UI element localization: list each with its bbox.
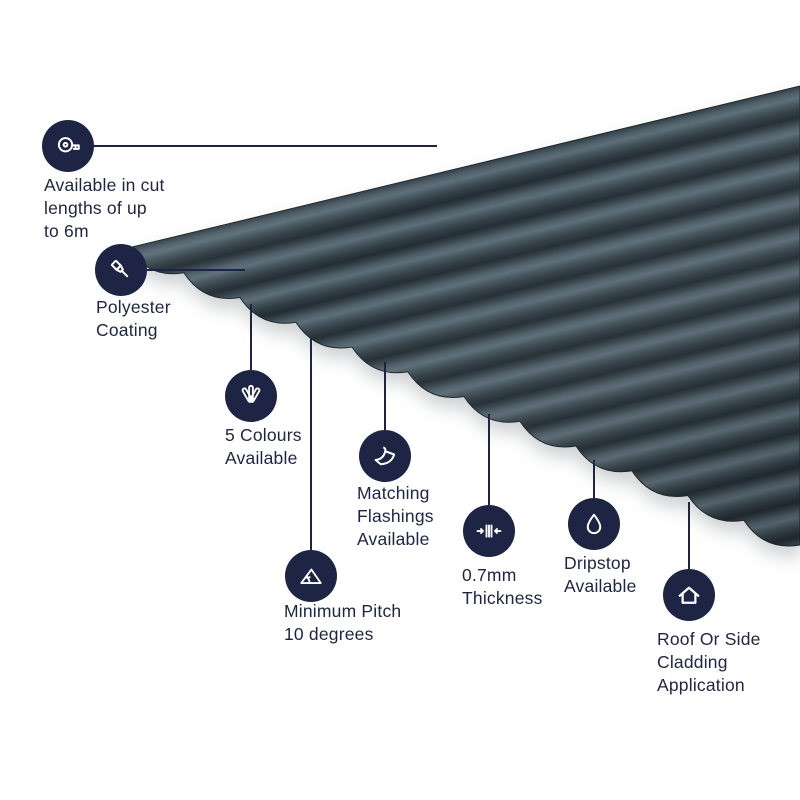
- colour-swatch-icon: [241, 384, 261, 403]
- cladding-badge: [663, 569, 715, 621]
- feature-label-pitch: Minimum Pitch 10 degrees: [284, 601, 402, 644]
- feature-label-polyester: Polyester Coating: [96, 297, 171, 340]
- feature-label-flashings: Matching Flashings Available: [357, 483, 434, 549]
- connector-line-polyester: [147, 269, 245, 271]
- thickness-icon: [476, 524, 502, 538]
- connector-line-cut-lengths: [94, 145, 437, 147]
- pitch-badge: [285, 550, 337, 602]
- dripstop-badge: [568, 498, 620, 550]
- feature-label-cut-lengths: Available in cut lengths of up to 6m: [44, 175, 165, 241]
- paintbrush-icon: [111, 260, 129, 278]
- colours-badge: [225, 370, 277, 422]
- sheet-lighting-overlay: [128, 86, 800, 546]
- connector-line-thickness: [488, 414, 490, 505]
- flashing-icon: [374, 446, 396, 466]
- feature-label-colours: 5 Colours Available: [225, 425, 302, 468]
- flashings-badge: [359, 430, 411, 482]
- connector-line-pitch: [310, 338, 312, 550]
- pitch-angle-icon: [300, 568, 322, 584]
- feature-label-dripstop: Dripstop Available: [564, 553, 637, 596]
- dripstop-icon: [586, 513, 602, 535]
- connector-line-dripstop: [593, 460, 595, 498]
- tape-measure-icon: [57, 137, 80, 153]
- thickness-badge: [463, 505, 515, 557]
- feature-label-thickness: 0.7mm Thickness: [462, 565, 543, 608]
- polyester-badge: [95, 244, 147, 296]
- connector-line-colours: [250, 304, 252, 370]
- cut-lengths-badge: [42, 120, 94, 172]
- connector-line-cladding: [688, 502, 690, 569]
- feature-label-cladding: Roof Or Side Cladding Application: [657, 629, 761, 695]
- connector-line-flashings: [384, 362, 386, 430]
- house-icon: [678, 586, 700, 604]
